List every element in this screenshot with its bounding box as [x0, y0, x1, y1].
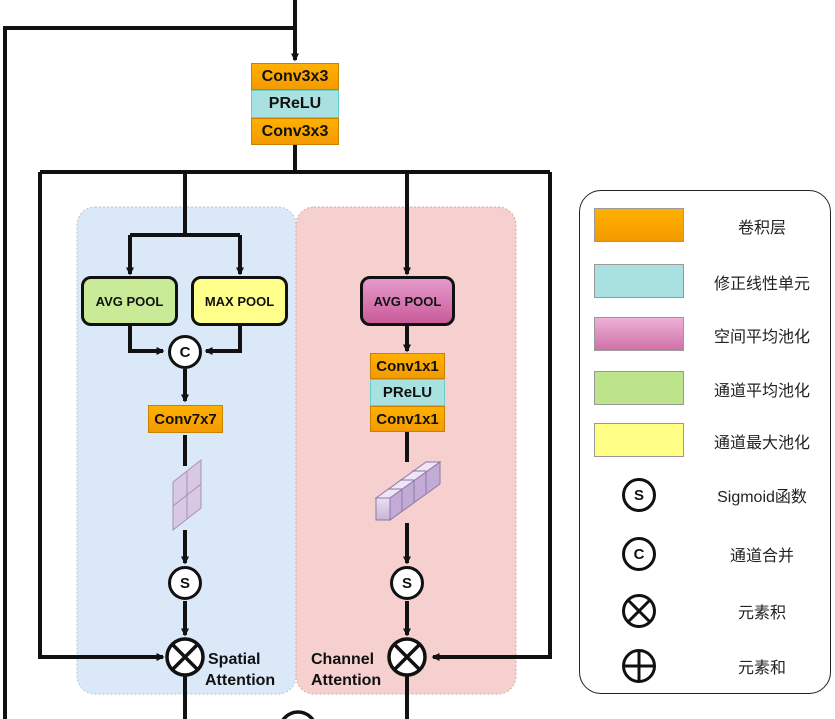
legend-item-spatial-avg-pool: 空间平均池化 — [580, 315, 832, 355]
legend: 卷积层 修正线性单元 空间平均池化 通道平均池化 通道最大池化 S Sigmoi… — [579, 190, 831, 694]
max-to-concat-arrow — [204, 324, 242, 355]
spatial-conv7x7: Conv7x7 — [148, 405, 223, 433]
spatial-avg-pool: AVG POOL — [81, 276, 178, 326]
add-operator-icon — [281, 710, 315, 719]
spatial-attention-label: Spatial Attention — [205, 649, 275, 691]
legend-swatch-prelu — [594, 264, 684, 298]
channel-prelu: PReLU — [370, 379, 445, 406]
channel-conv1x1-1: Conv1x1 — [370, 353, 445, 379]
channel-sigmoid-icon: S — [390, 566, 424, 600]
spatial-sigmoid-icon: S — [168, 566, 202, 600]
add-icon — [622, 649, 656, 683]
skip-connection-line — [3, 26, 295, 719]
legend-label: Sigmoid函数 — [717, 489, 807, 506]
legend-label: 通道合并 — [729, 548, 794, 565]
legend-swatch-conv — [594, 208, 684, 242]
legend-item-conv: 卷积层 — [580, 206, 832, 246]
legend-item-concat: C 通道合并 — [580, 534, 832, 574]
channel-label-line1: Channel — [311, 651, 375, 668]
legend-label: 元素和 — [737, 660, 786, 677]
legend-item-channel-avg-pool: 通道平均池化 — [580, 369, 832, 409]
legend-item-channel-max-pool: 通道最大池化 — [580, 421, 832, 461]
legend-item-multiply: 元素积 — [580, 591, 832, 631]
channel-attention-label: Channel Attention — [311, 649, 381, 691]
legend-item-sigmoid: S Sigmoid函数 — [580, 475, 832, 515]
legend-label: 通道最大池化 — [713, 435, 810, 452]
spatial-max-pool: MAX POOL — [191, 276, 288, 326]
top-conv3x3-1: Conv3x3 — [251, 63, 339, 90]
channel-label-line2: Attention — [311, 672, 382, 689]
legend-swatch-channel-avg-pool — [594, 371, 684, 405]
channel-residual-line — [431, 172, 552, 661]
spatial-attention-map-icon — [172, 458, 202, 532]
legend-item-add: 元素和 — [580, 646, 832, 686]
legend-label: 元素积 — [737, 605, 786, 622]
top-prelu: PReLU — [251, 90, 339, 118]
concat-icon: C — [168, 335, 202, 369]
legend-label: 修正线性单元 — [713, 276, 810, 293]
top-conv3x3-2: Conv3x3 — [251, 118, 339, 145]
spatial-label-line1: Spatial — [208, 651, 261, 668]
channel-attention-vector-icon — [374, 461, 442, 521]
sigmoid-icon: S — [622, 478, 656, 512]
spatial-label-line2: Attention — [205, 672, 276, 689]
legend-label: 通道平均池化 — [713, 383, 810, 400]
spatial-multiply-icon — [165, 637, 205, 677]
legend-label: 卷积层 — [737, 220, 786, 237]
legend-label: 空间平均池化 — [713, 329, 810, 346]
legend-swatch-spatial-avg-pool — [594, 317, 684, 351]
multiply-icon — [622, 594, 656, 628]
concat-icon: C — [622, 537, 656, 571]
spatial-branch-line — [130, 172, 240, 237]
legend-swatch-channel-max-pool — [594, 423, 684, 457]
legend-item-prelu: 修正线性单元 — [580, 262, 832, 302]
channel-multiply-icon — [387, 637, 427, 677]
spatial-residual-line — [38, 172, 165, 661]
channel-avg-pool: AVG POOL — [360, 276, 455, 326]
channel-conv1x1-2: Conv1x1 — [370, 406, 445, 432]
avg-to-concat-arrow — [128, 324, 165, 355]
